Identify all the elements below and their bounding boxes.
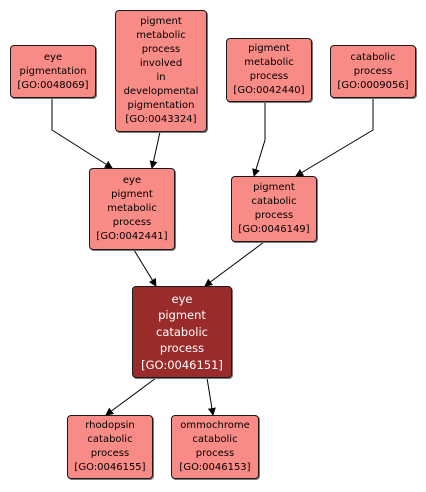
node-label-line: involved [139, 58, 183, 69]
node-ommochrome-catabolic[interactable]: ommochrome catabolic process [GO:0046153… [171, 415, 259, 479]
node-label-line: process [112, 217, 152, 228]
node-label-line: eye [122, 175, 142, 186]
node-go-id: [GO:0046149] [238, 224, 310, 235]
node-label-line: process [90, 448, 130, 459]
node-label-line: pigmentation [127, 100, 195, 111]
node-go-id: [GO:0042440] [233, 85, 305, 96]
edge-eye-pigment-catabolic-to-rhodopsin [105, 377, 157, 416]
node-label-line: rhodopsin [85, 420, 135, 431]
node-label-line: pigment [158, 308, 206, 323]
node-label-line: developmental [123, 86, 199, 97]
edge-eye-pigmentation-to-eye-pigment-metabolic [51, 98, 113, 169]
node-label-line: process [159, 341, 205, 356]
node-label-line: catabolic [156, 324, 208, 339]
node-eye-pigment-metabolic[interactable]: eye pigment metabolic process [GO:004244… [89, 168, 175, 250]
node-label-line: pigment [140, 16, 182, 27]
node-go-id: [GO:0042441] [96, 231, 168, 242]
edge-catabolic-to-pigment-catabolic [295, 98, 374, 177]
node-rhodopsin-catabolic[interactable]: rhodopsin catabolic process [GO:0046155] [67, 415, 153, 479]
node-eye-pigment-catabolic-focus[interactable]: eye pigment catabolic process [GO:004615… [132, 286, 232, 378]
edge-pigment-catabolic-to-eye-pigment-catabolic [204, 241, 265, 287]
node-label-line: process [195, 448, 235, 459]
node-label-line: metabolic [136, 30, 186, 41]
node-label-line: metabolic [244, 57, 294, 68]
node-label-line: pigment [253, 182, 295, 193]
node-go-id: [GO:0043324] [125, 114, 197, 125]
node-label-line: pigmentation [19, 65, 87, 77]
node-label-line: in [156, 72, 166, 83]
node-label-line: catabolic [192, 434, 238, 445]
node-label-line: pigment [248, 43, 290, 54]
node-catabolic[interactable]: catabolic process [GO:0009056] [330, 45, 416, 98]
edge-eye-pigment-metabolic-to-eye-pigment-catabolic [133, 249, 157, 287]
node-go-id: [GO:0048069] [17, 79, 89, 91]
node-label-line: process [353, 65, 393, 77]
node-pigment-metabolic[interactable]: pigment metabolic process [GO:0042440] [226, 38, 312, 102]
node-pigment-metabolic-developmental[interactable]: pigment metabolic process involved in de… [115, 10, 207, 132]
node-label-line: catabolic [87, 434, 133, 445]
node-label-line: ommochrome [180, 420, 250, 431]
node-go-id: [GO:0046153] [179, 462, 251, 473]
node-label-line: pigment [111, 189, 153, 200]
node-label-line: process [249, 71, 289, 82]
node-label-line: eye [171, 291, 193, 306]
node-go-id: [GO:0046151] [141, 357, 223, 372]
node-label-line: catabolic [251, 196, 297, 207]
node-label-line: eye [43, 51, 63, 63]
node-go-id: [GO:0009056] [337, 79, 409, 91]
node-eye-pigmentation[interactable]: eye pigmentation [GO:0048069] [10, 45, 96, 98]
node-label-line: process [254, 210, 294, 221]
edge-eye-pigment-catabolic-to-ommochrome [206, 377, 216, 416]
node-go-id: [GO:0046155] [74, 462, 146, 473]
node-label-line: catabolic [350, 51, 396, 63]
edge-pigment-metabolic-to-pigment-catabolic [252, 102, 266, 177]
node-label-line: process [141, 44, 181, 55]
node-pigment-catabolic[interactable]: pigment catabolic process [GO:0046149] [231, 176, 317, 242]
node-label-line: metabolic [107, 203, 157, 214]
edge-pigment-metabolic-dev-to-eye-pigment-metabolic [149, 131, 161, 169]
